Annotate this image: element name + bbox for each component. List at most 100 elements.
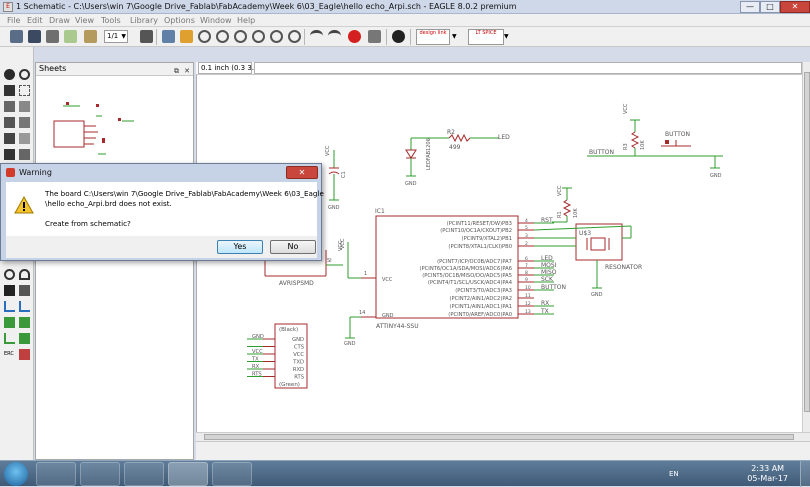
show-icon[interactable] [19,69,30,80]
undock-icon[interactable]: ⧉ [174,67,179,75]
junction-icon[interactable] [19,317,30,328]
menu-options[interactable]: Options [164,16,195,25]
eagle-app-icon[interactable]: E [3,2,13,12]
dialog-message-line2: \hello echo_Arpi.brd does not exist. [45,199,172,208]
ic1-symbol[interactable]: IC1 ATTINY44-SSU VCC GND 1 14 [359,208,519,330]
board-switch-icon[interactable] [84,30,97,43]
ic1-pin-name: (PCINT6/OC1A/SDA/MOSI/ADC6)PA6 [420,266,512,272]
chevron-down-icon[interactable]: ▼ [452,33,457,40]
ftdi-net-label: GND [252,334,264,340]
taskbar-explorer-icon[interactable] [80,462,120,486]
add-icon[interactable] [19,149,30,160]
delete-icon[interactable] [4,149,15,160]
ic1-pin-name: (PCINT7/ICP/OC0B/ADC7)PA7 [437,259,512,265]
menu-tools[interactable]: Tools [101,16,121,25]
menu-edit[interactable]: Edit [27,16,43,25]
taskbar-ie-icon[interactable] [36,462,76,486]
sheet-select[interactable]: 1/1▼ [104,30,128,43]
mirror-icon[interactable] [4,117,15,128]
erc-icon[interactable]: ERC [4,351,14,357]
start-button[interactable] [4,462,28,486]
menu-help[interactable]: Help [237,16,256,25]
taskbar-eagle-icon[interactable] [168,462,208,486]
ftdi-net-label: RX [252,364,260,370]
script-icon[interactable] [162,30,175,43]
language-indicator[interactable]: EN [669,470,679,478]
menu-draw[interactable]: Draw [49,16,70,25]
print-icon[interactable] [46,30,59,43]
no-button[interactable]: No [270,240,316,254]
arc-icon[interactable] [19,269,30,280]
scroll-thumb[interactable] [204,434,794,440]
cam-icon[interactable] [64,30,77,43]
rotate-icon[interactable] [19,117,30,128]
horizontal-scrollbar[interactable] [196,432,810,441]
capacitor-block[interactable]: VCC C1 GND [325,145,347,211]
designlink-button[interactable]: design link [416,29,450,45]
attribute-icon[interactable] [19,333,30,344]
net-label: RST [541,217,553,224]
taskbar-chrome-icon[interactable] [124,462,164,486]
save-icon[interactable] [28,30,41,43]
dialog-title-bar[interactable]: Warning ✕ [1,164,321,180]
r1-value: 10K [573,208,579,218]
resonator-gnd-label: GND [591,292,603,298]
menu-view[interactable]: View [75,16,94,25]
group-icon[interactable] [4,133,15,144]
change-icon[interactable] [19,133,30,144]
go-icon[interactable] [368,30,381,43]
open-icon[interactable] [10,30,23,43]
chevron-down-icon[interactable]: ▼ [504,33,509,40]
close-icon[interactable]: ✕ [184,67,190,75]
scroll-thumb[interactable] [804,72,810,412]
help-icon[interactable] [392,30,405,43]
menu-window[interactable]: Window [200,16,232,25]
button-block[interactable]: VCC R3 10K BUTTON BUTTON GND [587,103,723,179]
redo-icon[interactable] [328,30,341,43]
minimize-button[interactable]: — [740,1,760,13]
led-block[interactable]: R2 499 LED LEDFAB1206 GND [405,129,510,187]
menu-file[interactable]: File [7,16,21,25]
copy-icon[interactable] [19,101,30,112]
grid-icon[interactable] [140,30,153,43]
command-input[interactable] [254,62,802,74]
taskbar-clock[interactable]: 2:33 AM 05-Mar-17 [747,464,788,484]
stop-icon[interactable] [348,30,361,43]
rect-icon[interactable] [4,285,15,296]
label-icon[interactable] [4,333,15,344]
undo-icon[interactable] [310,30,323,43]
move-icon[interactable] [4,101,15,112]
ic1-value: ATTINY44-SSU [376,323,419,330]
maximize-button[interactable]: □ [760,1,780,13]
mark-icon[interactable] [19,85,30,96]
reset-block[interactable]: VCC R1 10K [552,185,579,223]
zoom-in-icon[interactable] [216,30,229,43]
menu-library[interactable]: Library [130,16,158,25]
ftdi-bottom-label: (Green) [279,382,300,388]
ic1-pin-number: 4 [525,218,528,224]
info-icon[interactable] [4,69,15,80]
circle-icon[interactable] [4,269,15,280]
wire-icon[interactable] [4,301,15,312]
run-ulp-icon[interactable] [180,30,193,43]
zoom-redraw-icon[interactable] [270,30,283,43]
sheet-thumbnail[interactable] [36,76,193,176]
zoom-select-icon[interactable] [252,30,265,43]
zoom-last-icon[interactable] [288,30,301,43]
vertical-scrollbar[interactable] [802,62,810,432]
show-desktop-button[interactable] [800,461,810,487]
bus-icon[interactable] [4,317,15,328]
zoom-fit-icon[interactable] [198,30,211,43]
dialog-close-button[interactable]: ✕ [286,166,318,179]
close-window-button[interactable]: ✕ [780,1,810,13]
zoom-out-icon[interactable] [234,30,247,43]
ltspice-button[interactable]: LT SPICE [468,29,504,45]
ftdi-block[interactable]: (Black) (Green) GNDGNDCTSVCCVCCTXDTXRXDR… [247,323,308,389]
polygon-icon[interactable] [19,285,30,296]
taskbar-paint-icon[interactable] [212,462,252,486]
net-icon[interactable] [19,301,30,312]
resonator-block[interactable]: U$3 RESONATOR GND [533,223,642,298]
errors-icon[interactable] [19,349,30,360]
display-icon[interactable] [4,85,15,96]
yes-button[interactable]: Yes [217,240,263,254]
